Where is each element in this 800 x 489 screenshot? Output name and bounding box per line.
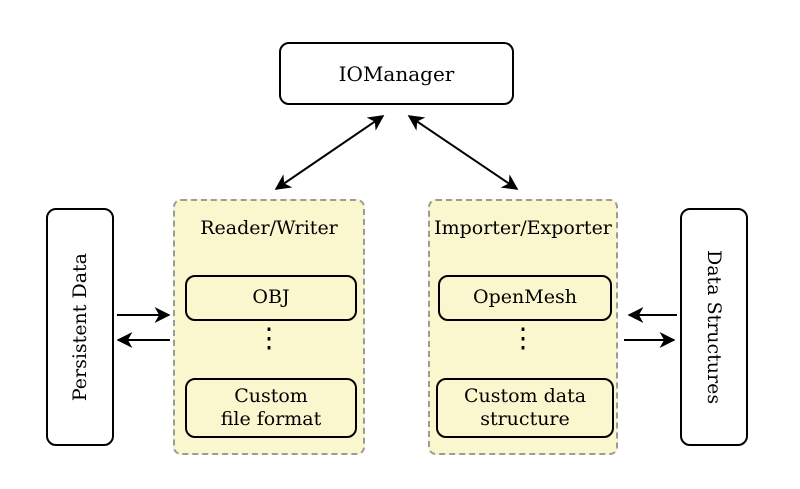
data-structures-label: Data Structures [703,249,725,405]
persistent-data-label: Persistent Data [69,252,91,402]
openmesh-label: OpenMesh [473,286,577,309]
reader-writer-group: Reader/Writer OBJ ⋮ Custom file format [173,199,365,455]
importer-exporter-title: Importer/Exporter [434,217,612,239]
importer-exporter-group: Importer/Exporter OpenMesh ⋮ Custom data… [428,199,618,455]
obj-label: OBJ [252,286,290,309]
custom-file-format-line1: Custom [234,384,308,407]
openmesh-box: OpenMesh [438,275,612,321]
custom-file-format-line2: file format [220,408,322,430]
data-structures-box: Data Structures [680,208,748,446]
custom-file-format-box: Custom file format [185,378,357,438]
custom-data-structure-box: Custom data structure [436,378,614,438]
reader-writer-title: Reader/Writer [200,217,338,239]
iomanager-label: IOManager [338,61,455,86]
vertical-ellipsis: ⋮ [509,323,537,354]
custom-data-structure-line1: Custom data [463,384,587,407]
custom-data-structure-line2: structure [480,408,570,430]
vertical-ellipsis: ⋮ [255,323,283,354]
iomanager-box: IOManager [279,42,514,105]
arrow-iomanager-importerexporter [407,115,519,190]
arrow-iomanager-readerwriter [274,115,385,190]
obj-box: OBJ [185,275,357,321]
persistent-data-box: Persistent Data [46,208,114,446]
